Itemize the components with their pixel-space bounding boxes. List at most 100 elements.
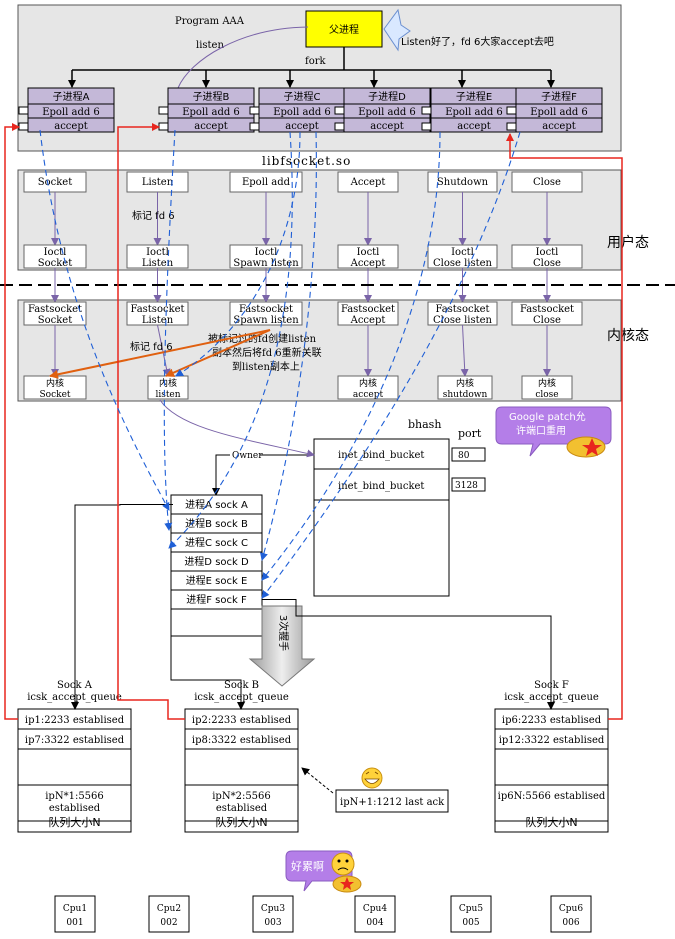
ioctl-line1: Ioctl <box>146 247 169 258</box>
listen-to-bucket-curve <box>159 399 315 458</box>
sock-row: 进程F sock F <box>186 594 247 606</box>
bhash-table <box>313 438 450 597</box>
child-box <box>343 87 431 133</box>
fast-line1: Fastsocket <box>28 304 82 315</box>
queue-row: ip12:3322 establised <box>499 735 605 746</box>
cpu-name: Cpu1 <box>63 904 87 914</box>
google-note: Google patch允 许端口重用 <box>495 406 612 458</box>
cpu-box <box>252 895 294 933</box>
queue-row: ip7:3322 establised <box>25 735 125 746</box>
child-port-icon <box>334 122 345 131</box>
call-label: Listen <box>142 177 174 188</box>
user-mark: 标记 fd 6 <box>132 210 175 222</box>
orange-arrow-2 <box>165 329 271 377</box>
child-port-icon <box>249 122 260 131</box>
port-80: 80 <box>458 451 470 461</box>
fast-line2: Socket <box>38 315 72 326</box>
kernel-line1: 内核 <box>159 377 177 389</box>
sock-row: 进程B sock B <box>185 518 248 530</box>
kernel-line1: 内核 <box>538 377 556 389</box>
child-port-icon <box>506 122 517 131</box>
queue-subtitle: icsk_accept_queue <box>504 692 599 703</box>
bucket-2: inet_bind_bucket <box>338 481 424 492</box>
fast-box <box>229 301 303 326</box>
parent-label: 父进程 <box>329 24 359 36</box>
child-name: 子进程F <box>541 91 577 103</box>
ioctl-line2: Close listen <box>433 258 493 269</box>
queue-row-cont: establised <box>216 803 268 814</box>
owner-label: Owner <box>232 451 263 461</box>
cpu-id: 001 <box>66 918 83 928</box>
queue-row: ipN*2:5566 <box>212 791 271 802</box>
queue-row: ip8:3322 establised <box>192 735 292 746</box>
ioctl-line1: Ioctl <box>255 247 278 258</box>
port-3128-box <box>451 477 486 492</box>
kernel-line2: accept <box>353 390 384 400</box>
user-call-accept: Accept <box>337 171 399 246</box>
cpu-name: Cpu2 <box>157 904 181 914</box>
fast-line2: Close listen <box>433 315 493 326</box>
child-port-icon <box>18 122 29 131</box>
queue-size: 队列大小N <box>525 815 577 829</box>
user-call-epoll-add: Epoll add <box>229 171 303 246</box>
cpu-box <box>354 895 396 933</box>
cpu-id: 006 <box>562 918 579 928</box>
child-port-icon <box>506 106 517 115</box>
kernel-line2: Socket <box>39 390 70 400</box>
queue-size: 队列大小N <box>215 815 267 829</box>
cpu-box <box>148 895 190 933</box>
fast-line2: Close <box>533 315 561 326</box>
ioctl-line2: Listen <box>142 258 174 269</box>
child-to-kernel-listen <box>175 131 301 377</box>
fast-line1: Fastsocket <box>239 304 293 315</box>
fast-line2: Spawn listen <box>233 315 299 326</box>
kernel-note-line3: 到listen副本上 <box>232 360 300 373</box>
fast-line2: Accept <box>350 315 386 326</box>
child-name: 子进程A <box>53 91 90 103</box>
child-accept: accept <box>370 121 404 132</box>
child-f-to-sock-f <box>261 131 521 599</box>
queue-b-to-child-b <box>117 123 185 720</box>
parent-process <box>305 10 383 48</box>
call-label: Accept <box>350 177 386 188</box>
user-call-socket: Socket <box>23 171 87 246</box>
child-port-icon <box>18 106 29 115</box>
kernel-line1: 内核 <box>359 377 377 389</box>
child-name: 子进程B <box>193 91 230 103</box>
kernel-space-label: 内核态 <box>607 328 649 344</box>
child-epoll: Epoll add 6 <box>358 107 416 118</box>
child-epoll: Epoll add 6 <box>42 107 100 118</box>
cpu-id: 002 <box>160 918 177 928</box>
cpu-id: 003 <box>264 918 281 928</box>
cpu-row: Cpu1001Cpu2002Cpu3003Cpu4004Cpu5005Cpu60… <box>54 895 592 933</box>
last-ack-box <box>335 789 449 813</box>
child-epoll: Epoll add 6 <box>273 107 331 118</box>
cpu-id: 005 <box>462 918 479 928</box>
google-note-line2: 许端口重用 <box>516 424 566 437</box>
cpu-2: Cpu2 002 <box>148 895 190 933</box>
child-box <box>167 87 255 133</box>
user-call-listen: Listen <box>126 171 189 246</box>
ioctl-line2: Accept <box>350 258 386 269</box>
child-accept: accept <box>542 121 576 132</box>
ioctl-line1: Ioctl <box>536 247 559 258</box>
queue-a-to-child-a <box>4 123 20 720</box>
child-accept: accept <box>457 121 491 132</box>
listen-arc <box>177 26 309 89</box>
child-name: 子进程D <box>368 91 406 103</box>
kernel-line2: shutdown <box>443 390 488 400</box>
